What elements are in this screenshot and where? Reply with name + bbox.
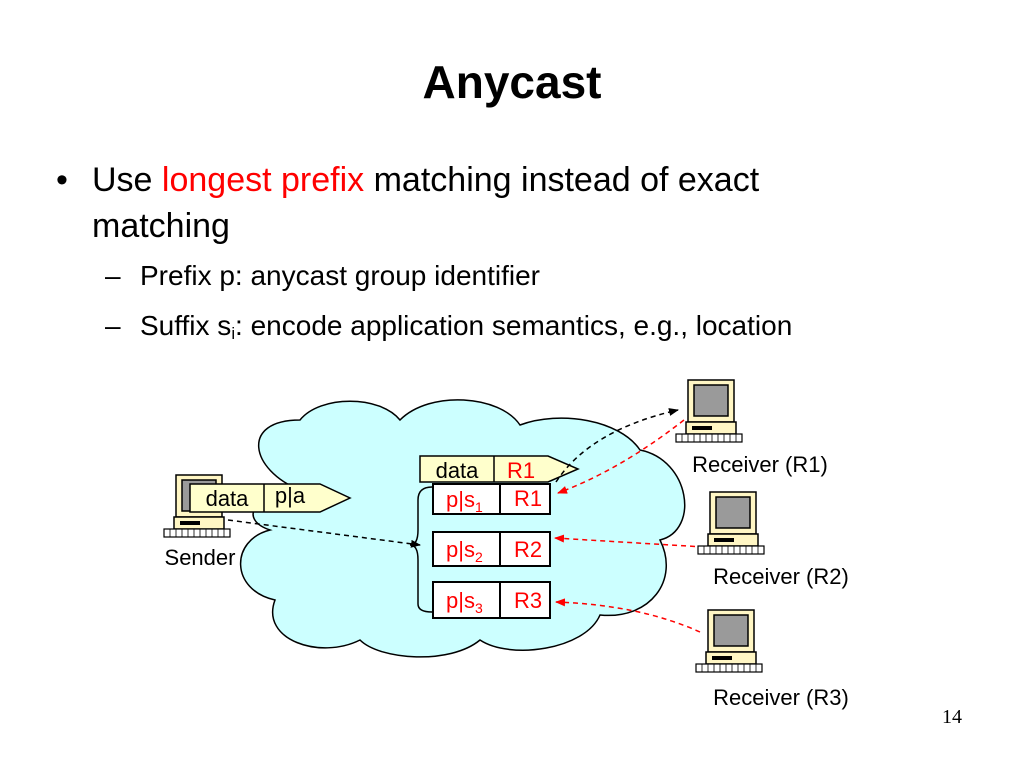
bullet-list: • Use longest prefix matching instead of… xyxy=(0,0,1024,380)
router-to-r1-arrow xyxy=(555,408,679,483)
receiver-r1-computer-icon xyxy=(675,379,743,443)
router-packet: data R1 xyxy=(419,455,580,483)
sub-bullet-subscript: i xyxy=(231,324,236,344)
bullet-main-highlight: longest prefix xyxy=(161,161,365,199)
slide-title: Anycast xyxy=(422,56,602,108)
sub-bullet-marker: – xyxy=(105,310,121,341)
receiver-r3-label: Receiver (R3) xyxy=(713,685,849,710)
table-row-3-target: R3 xyxy=(514,588,542,613)
r1-to-router-arrow xyxy=(557,419,685,494)
sender-packet-address: p|a xyxy=(275,483,306,508)
sub-bullet-suffix: Suffix si: encode application semantics,… xyxy=(140,308,792,344)
receiver-r2-computer-icon xyxy=(697,491,765,555)
receiver-r3-computer-icon xyxy=(695,609,763,673)
router-packet-data: data xyxy=(436,458,480,483)
bullet-marker: • xyxy=(56,161,68,199)
network-cloud xyxy=(239,399,686,658)
bullet-main-line2: matching xyxy=(92,207,230,245)
router-packet-address: R1 xyxy=(507,458,535,483)
table-row-1-prefix: p|s1 xyxy=(446,487,483,515)
sub-bullet-suffix-lead: Suffix s xyxy=(140,310,232,341)
bullet-main-suffix: matching instead of exact xyxy=(373,161,760,199)
table-row-1-target: R1 xyxy=(514,486,542,511)
r2-to-router-arrow xyxy=(554,534,705,548)
table-bracket xyxy=(409,486,433,613)
sender-packet-data: data xyxy=(206,486,250,511)
sub-bullet-prefix: Prefix p: anycast group identifier xyxy=(140,260,540,291)
r3-to-router-arrow xyxy=(555,598,701,633)
table-row-3-prefix: p|s3 xyxy=(446,588,483,616)
receiver-r2-label: Receiver (R2) xyxy=(713,564,849,589)
anycast-table: p|s1 R1 p|s2 R2 p|s3 R3 xyxy=(432,483,551,619)
sub-bullet-marker: – xyxy=(105,260,121,291)
sub-bullet-suffix-rest: : encode application semantics, e.g., lo… xyxy=(235,310,793,341)
receiver-r1-label: Receiver (R1) xyxy=(692,452,828,477)
sender-packet: data p|a xyxy=(189,483,352,513)
bullet-main-line1: Use longest prefix matching instead of e… xyxy=(92,158,759,202)
sender-label: Sender xyxy=(165,545,236,570)
bullet-main-prefix: Use xyxy=(92,161,153,199)
page-number: 14 xyxy=(942,706,962,728)
table-row-2-prefix: p|s2 xyxy=(446,537,483,565)
table-row-2-target: R2 xyxy=(514,537,542,562)
